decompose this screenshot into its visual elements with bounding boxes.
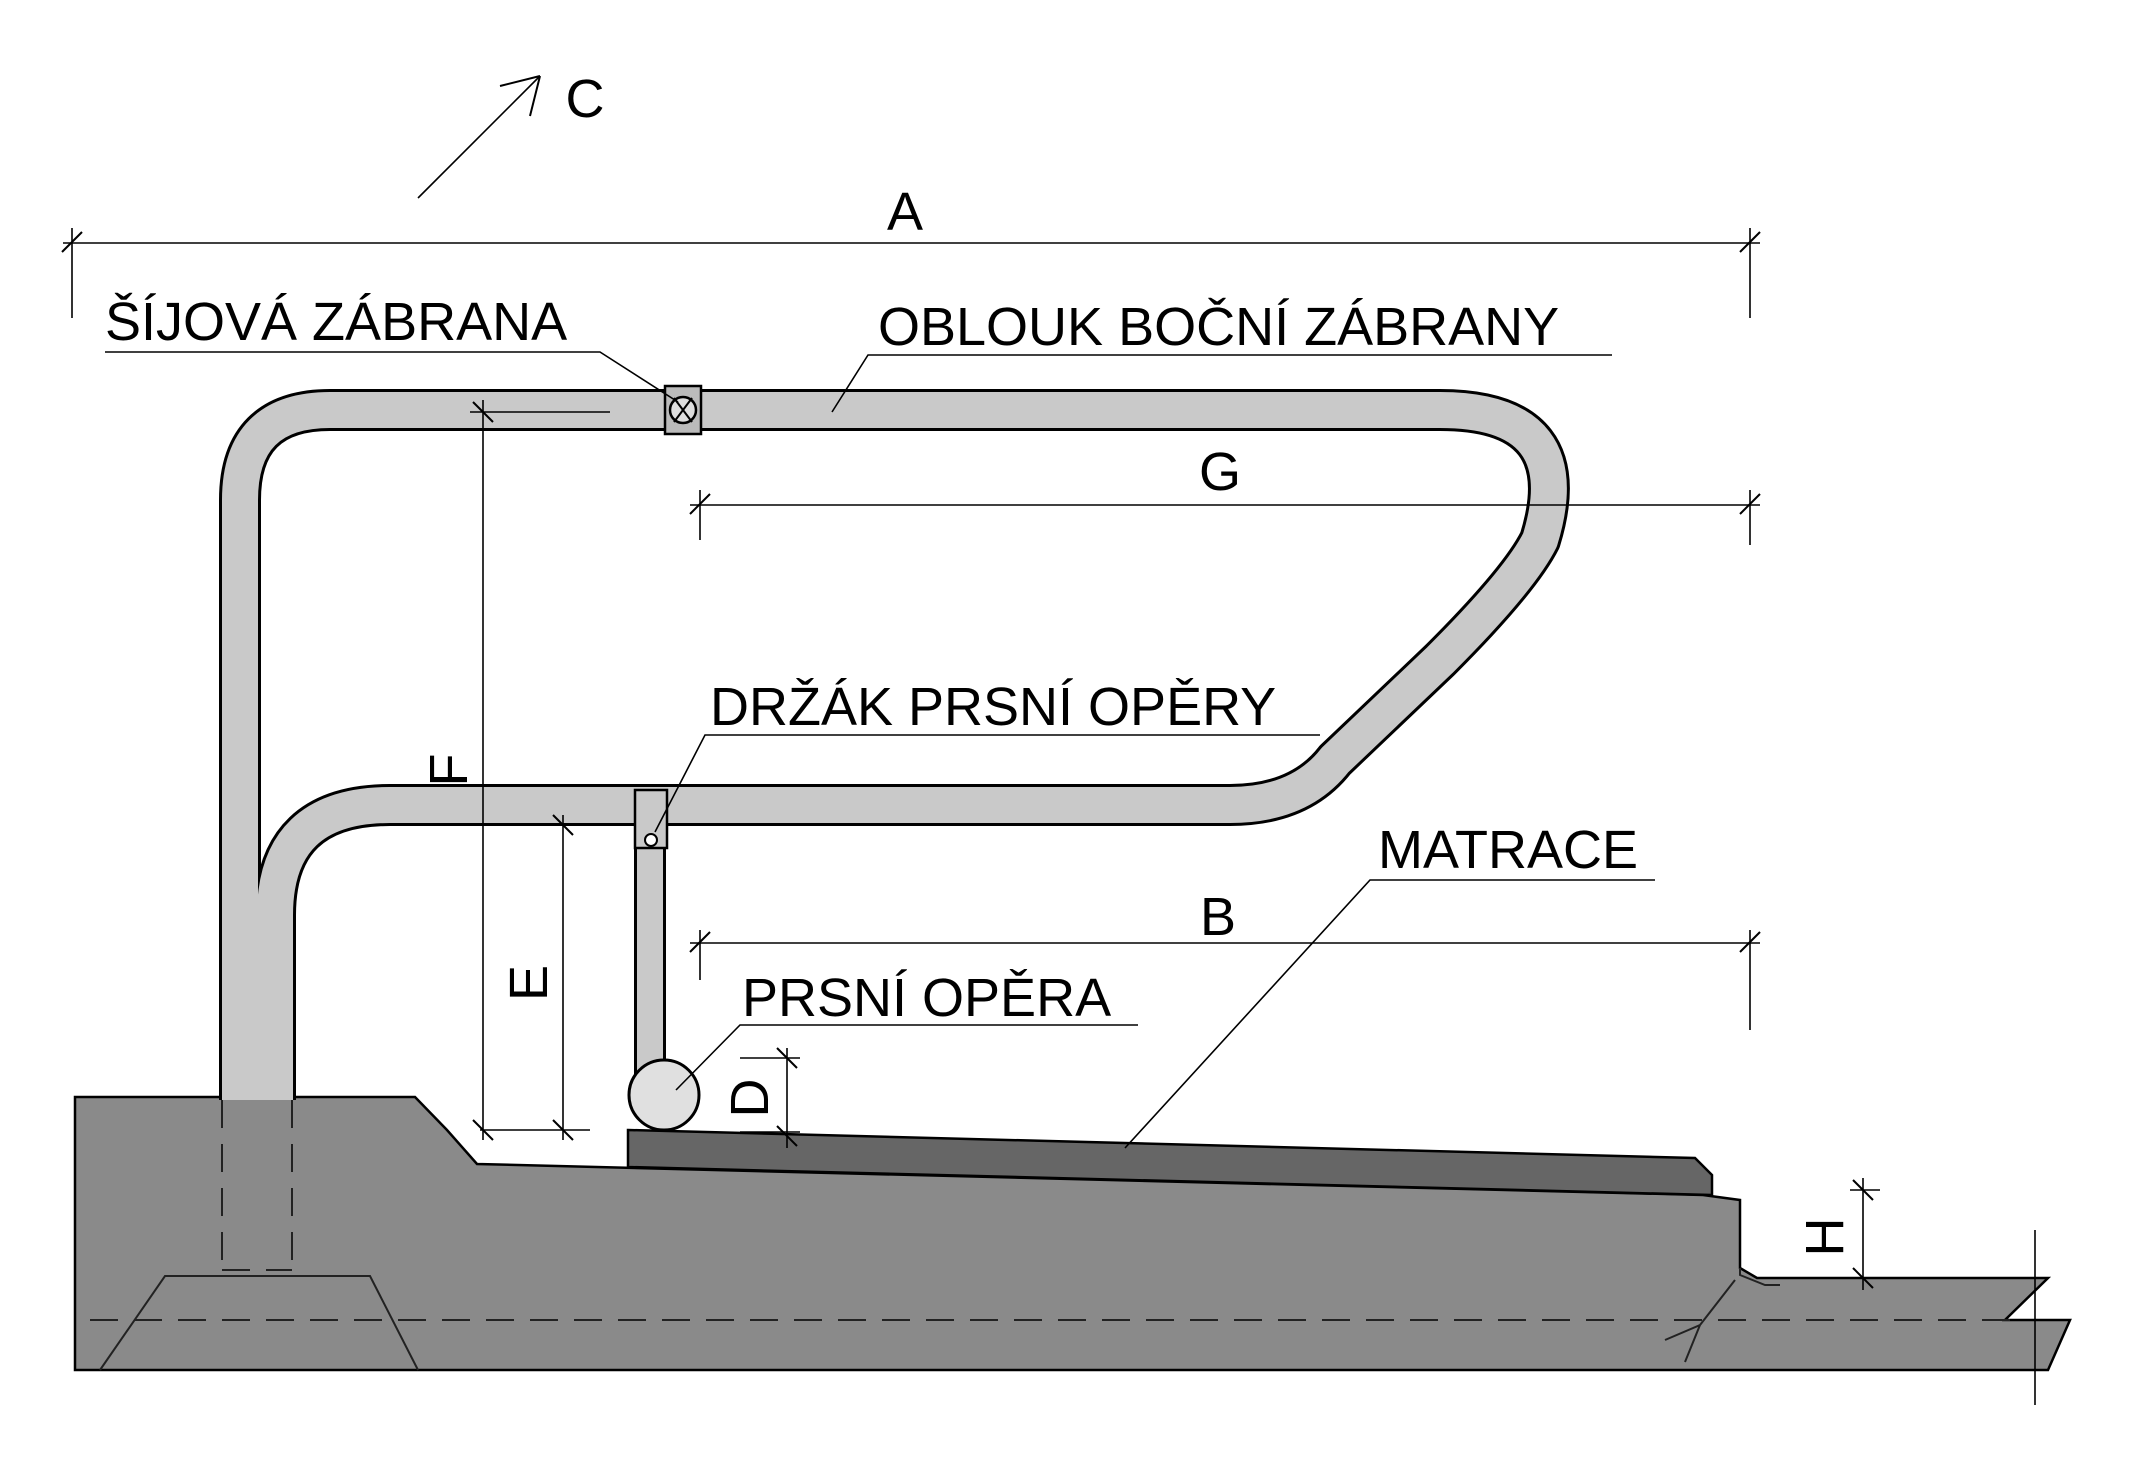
dimension-b [689,930,1761,1030]
chest-rest-label: PRSNÍ OPĚRA [742,968,1111,1028]
side-barrier-arc [219,389,1570,1100]
dimension-a [61,228,1761,318]
chest-rest-holder-label: DRŽÁK PRSNÍ OPĚRY [710,677,1276,737]
side-barrier-arc-leader [831,354,1612,413]
dimension-f-label: F [419,754,479,787]
chest-rest-leader [675,1024,1138,1091]
dimension-c-label: C [566,69,605,129]
dimension-h [1780,1178,1880,1290]
dimension-e-label: E [499,965,559,1001]
floor-step [1739,1268,1780,1286]
side-barrier-arc-label: OBLOUK BOČNÍ ZÁBRANY [878,297,1559,357]
dimension-f [470,400,610,1141]
dimension-d [740,1047,800,1148]
chest-rest-holder [633,788,669,1080]
dimension-a-label: A [887,182,923,242]
chest-rest-holder-leader [654,734,1320,833]
post-embed-lines [221,1100,293,1271]
neck-barrier-clamp [663,384,703,436]
dimension-g-label: G [1199,442,1241,502]
dimension-b-label: B [1200,887,1236,947]
floor-base [73,1095,2072,1372]
mattress-label: MATRACE [1378,820,1638,880]
footing-outline [99,1275,419,1371]
chest-rest [627,1058,701,1132]
dimension-d-label: D [720,1079,780,1118]
dimension-g [689,490,1761,545]
neck-barrier-leader [105,351,679,403]
neck-barrier-label: ŠÍJOVÁ ZÁBRANA [105,292,567,352]
dimension-e [550,814,590,1141]
dimension-c-arrow [417,75,541,199]
floor-crack [1664,1279,1736,1363]
dimension-h-label: H [1795,1218,1855,1257]
mattress-leader [1124,879,1655,1149]
mattress [626,1128,1714,1197]
